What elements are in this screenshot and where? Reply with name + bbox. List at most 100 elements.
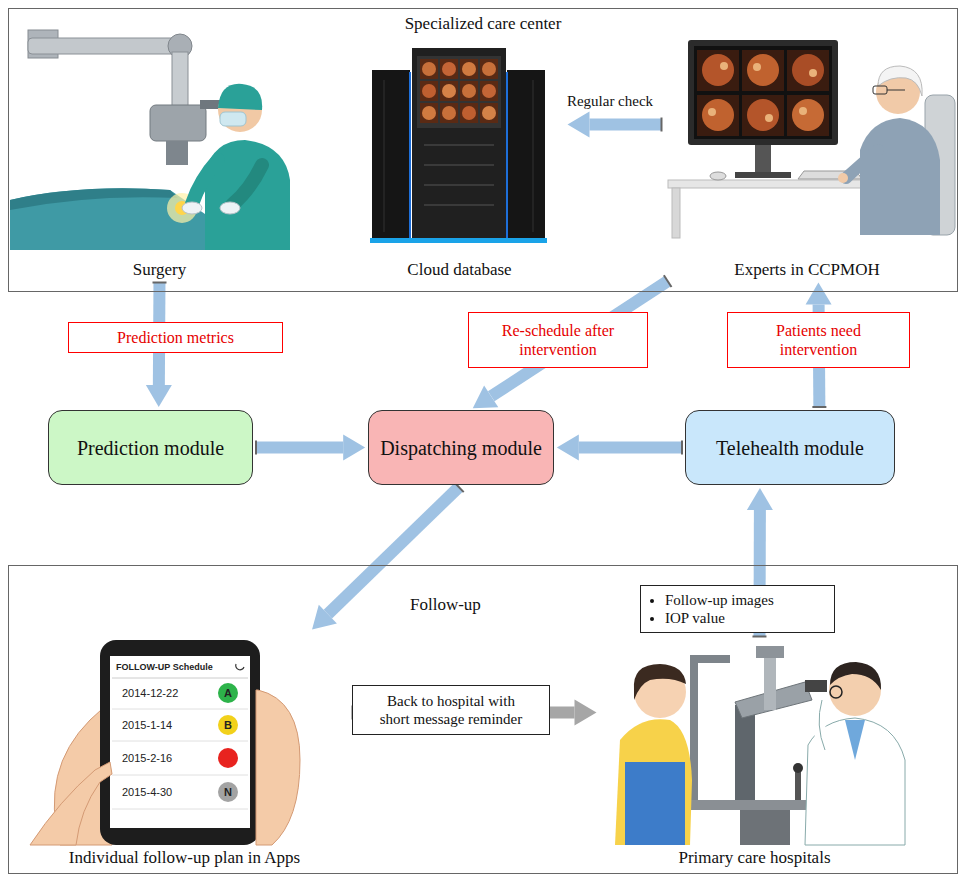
- module-box: Telehealth module: [685, 410, 895, 485]
- server-illustration: [440, 59, 458, 79]
- surgery-figure: Surgery: [20, 30, 300, 280]
- expert-illustration: [742, 50, 784, 91]
- server-illustration: [460, 81, 478, 101]
- server-illustration: [480, 59, 498, 79]
- figure-caption: Individual follow-up plan in Apps: [69, 848, 300, 868]
- expert-illustration: [887, 90, 905, 91]
- expert-illustration: [765, 114, 773, 122]
- expert-illustration: [702, 54, 734, 86]
- expert-illustration: [672, 188, 680, 238]
- server-illustration: [440, 103, 458, 123]
- expert-illustration: [710, 172, 726, 180]
- phone-illustration: [112, 741, 248, 742]
- surgery-illustration: [28, 38, 180, 54]
- slit-lamp-illustration: [625, 762, 685, 845]
- arrow-shaft: [256, 442, 343, 454]
- arrow-shaft: [579, 442, 682, 454]
- arrow-head: [146, 385, 172, 407]
- module-label: Dispatching module: [380, 436, 542, 460]
- arrow-head: [806, 282, 832, 304]
- flow-arrow: [557, 435, 682, 461]
- phone-illustration: [218, 683, 238, 703]
- slit-lamp-illustration: [740, 810, 790, 845]
- expert-illustration: [747, 54, 779, 86]
- edge-label: Patients need intervention: [727, 312, 910, 368]
- expert-illustration: [697, 50, 739, 91]
- module-box: Prediction module: [48, 410, 253, 485]
- arrow-tail-tick: [681, 441, 683, 455]
- arrow-head: [343, 435, 365, 461]
- screen-text: 2015-4-30: [122, 785, 172, 799]
- screen-text: A: [218, 686, 238, 700]
- surgery-illustration: [10, 188, 205, 250]
- server-illustration: [440, 81, 458, 101]
- expert-illustration: [860, 118, 940, 235]
- server-illustration: [417, 56, 501, 128]
- arrow-head: [312, 605, 337, 630]
- phone-illustration: [30, 762, 112, 845]
- server-illustration: [420, 59, 438, 79]
- surgery-illustration: [218, 84, 262, 110]
- arrow-tail-tick: [152, 281, 166, 283]
- server-illustration: [462, 62, 476, 76]
- expert-illustration: [799, 107, 807, 115]
- clinic-figure: Primary care hospitals: [600, 640, 910, 868]
- surgery-illustration: [182, 202, 202, 214]
- slit-lamp-illustration: [819, 700, 825, 750]
- screen-text: 2015-1-14: [122, 718, 172, 732]
- expert-illustration: [708, 108, 716, 116]
- server-illustration: [506, 72, 508, 240]
- figure-caption: Cloud database: [407, 260, 511, 280]
- expert-illustration: [809, 69, 817, 77]
- server-illustration: [422, 62, 436, 76]
- server-illustration: [533, 80, 534, 232]
- surgery-illustration: [172, 52, 188, 108]
- slit-lamp-illustration: [634, 664, 686, 700]
- arrow-head: [747, 488, 773, 510]
- figure-caption: Experts in CCPMOH: [734, 260, 879, 280]
- server-illustration: [482, 84, 496, 98]
- edge-label: Re-schedule after intervention: [468, 312, 648, 368]
- expert-illustration: [753, 63, 761, 71]
- module-box: Dispatching module: [368, 410, 554, 485]
- phone-illustration: [218, 748, 238, 768]
- data-box: Follow-up imagesIOP value: [640, 585, 835, 633]
- slit-lamp-illustration: [735, 705, 755, 800]
- region-title: Specialized care center: [9, 14, 957, 34]
- server-illustration: [460, 103, 478, 123]
- server-illustration: [460, 59, 478, 79]
- phone-illustration: [112, 775, 248, 776]
- server-illustration: [480, 81, 498, 101]
- server-illustration: [442, 84, 456, 98]
- expert-illustration: [747, 99, 779, 131]
- arrow-shaft: [590, 119, 662, 131]
- expert-figure: Experts in CCPMOH: [665, 30, 950, 280]
- server-illustration: [409, 72, 411, 240]
- screen-text: FOLLOW-UP Schedule: [116, 661, 213, 673]
- arrow-tail-tick: [255, 441, 257, 455]
- expert-illustration: [735, 172, 791, 178]
- figure-caption: Primary care hospitals: [678, 848, 830, 868]
- server-illustration: [462, 106, 476, 120]
- server-illustration: [482, 106, 496, 120]
- arrow-head: [557, 435, 579, 461]
- slit-lamp-illustration: [830, 686, 842, 698]
- flow-arrow: [256, 435, 365, 461]
- surgery-illustration: [232, 165, 262, 205]
- arrow-head: [574, 699, 596, 725]
- arrow-tail-tick: [661, 118, 663, 132]
- slit-lamp-illustration: [690, 655, 730, 663]
- expert-illustration: [742, 95, 784, 136]
- server-illustration: [482, 62, 496, 76]
- phone-illustration: [110, 656, 250, 828]
- phone-illustration: [218, 715, 238, 735]
- server-illustration: [372, 70, 410, 242]
- edge-label: Prediction metrics: [68, 322, 283, 353]
- expert-illustration: [720, 62, 728, 70]
- phone-illustration: [112, 809, 248, 810]
- edge-label: Back to hospital with short message remi…: [352, 685, 550, 735]
- server-illustration: [420, 103, 438, 123]
- surgery-illustration: [192, 160, 218, 204]
- slit-lamp-illustration: [805, 680, 827, 692]
- server-illustration: [370, 48, 547, 243]
